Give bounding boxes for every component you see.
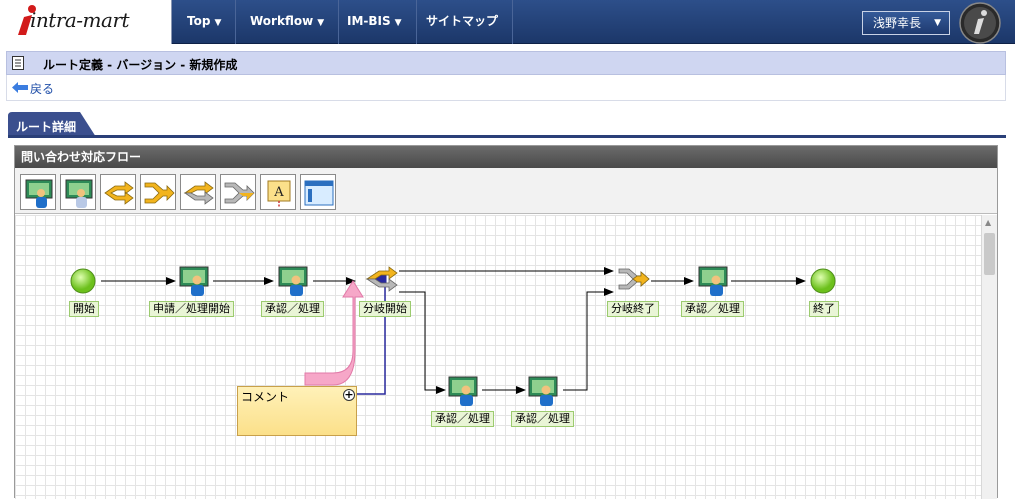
approval-node-alt-icon [65,179,93,208]
comment-text-icon: A [267,180,291,208]
page-title: ルート定義 - バージョン - 新規作成 [43,58,238,72]
svg-text:A: A [273,185,284,200]
apply-node-label: 申請／処理開始 [149,301,234,317]
comment-button[interactable]: A [260,174,296,210]
end-node-icon[interactable] [809,267,837,295]
panel-title: 問い合わせ対応フロー [15,146,997,168]
branch-start-gray-icon [183,181,214,205]
tab-underline [8,135,1006,138]
top-navigation-bar: intra-mart Top▼ Workflow▼ IM-BIS▼ サイトマップ… [0,0,1015,44]
branch-end-node-label: 分岐終了 [607,301,659,317]
approve-node-icon[interactable] [527,375,559,407]
branch-start-gray-button[interactable] [180,174,216,210]
approve-node-label: 承認／処理 [261,301,324,317]
nav-im-bis-label: IM-BIS [347,14,391,28]
approve-node-icon[interactable] [697,265,729,297]
nav-workflow-label: Workflow [250,14,314,28]
approve-node-label: 承認／処理 [431,411,494,427]
branch-start-icon [104,181,134,205]
route-editor-panel: 問い合わせ対応フロー [14,145,998,499]
comment-text: コメント [241,390,290,404]
intra-mart-i-icon[interactable] [956,2,1004,44]
branch-end-icon [144,182,175,204]
nav-top-label: Top [187,14,211,28]
nav-sitemap-label: サイトマップ [426,14,499,28]
chevron-down-icon: ▼ [934,18,941,28]
tab-route-detail[interactable] [8,112,96,137]
branch-start-button[interactable] [100,174,136,210]
flow-connectors [101,267,806,395]
approve-node-icon[interactable] [447,375,479,407]
connector [399,291,446,394]
connect-plus-icon[interactable]: + [343,388,355,401]
branch-start-node-label: 分岐開始 [359,301,411,317]
nav-top[interactable]: Top▼ [173,0,237,44]
back-row: 戻る [6,75,1006,101]
branch-end-node-icon[interactable] [617,265,651,295]
end-node-label: 終了 [809,301,839,317]
nav-sitemap[interactable]: サイトマップ [412,0,514,44]
approval-node-alt-button[interactable] [60,174,96,210]
scroll-thumb[interactable] [984,233,995,275]
panel-button[interactable] [300,174,336,210]
tab-route-detail-label: ルート詳細 [16,120,77,134]
node-toolbar: A [15,168,997,214]
page-title-bar: ルート定義 - バージョン - 新規作成 [6,51,1006,75]
approve-node-label: 承認／処理 [681,301,744,317]
user-menu[interactable]: 浅野幸長 ▼ [862,11,950,35]
nav-workflow[interactable]: Workflow▼ [236,0,340,44]
intra-mart-logo[interactable]: intra-mart [0,0,172,44]
apply-node-icon[interactable] [178,265,210,297]
logo-i-icon [18,5,36,35]
branch-end-button[interactable] [140,174,176,210]
approve-node-icon[interactable] [277,265,309,297]
chevron-down-icon: ▼ [317,18,325,28]
user-name: 浅野幸長 [873,16,922,30]
branch-end-gray-icon [224,182,255,204]
logo-text: intra-mart [30,8,130,32]
drag-hint-arrow [304,280,364,386]
comment-box[interactable]: コメント + [237,386,357,436]
document-icon [12,56,24,70]
approval-node-icon [25,179,53,208]
approval-node-button[interactable] [20,174,56,210]
connector [563,288,614,391]
start-node-label: 開始 [69,301,99,317]
chevron-down-icon: ▼ [214,18,222,28]
branch-start-node-icon[interactable] [365,265,399,295]
back-arrow-icon[interactable] [12,82,28,93]
chevron-down-icon: ▼ [394,18,402,28]
approve-node-label: 承認／処理 [511,411,574,427]
start-node-icon[interactable] [69,267,97,295]
nav-im-bis[interactable]: IM-BIS▼ [333,0,417,44]
vertical-scrollbar[interactable]: ▲ [981,215,997,499]
scroll-up-icon[interactable]: ▲ [985,218,992,227]
flow-canvas[interactable]: 開始 申請／処理開始 承認／処理 分岐開始 分岐終了 [15,215,981,499]
branch-end-gray-button[interactable] [220,174,256,210]
back-link[interactable]: 戻る [30,82,55,96]
panel-icon [304,180,334,206]
